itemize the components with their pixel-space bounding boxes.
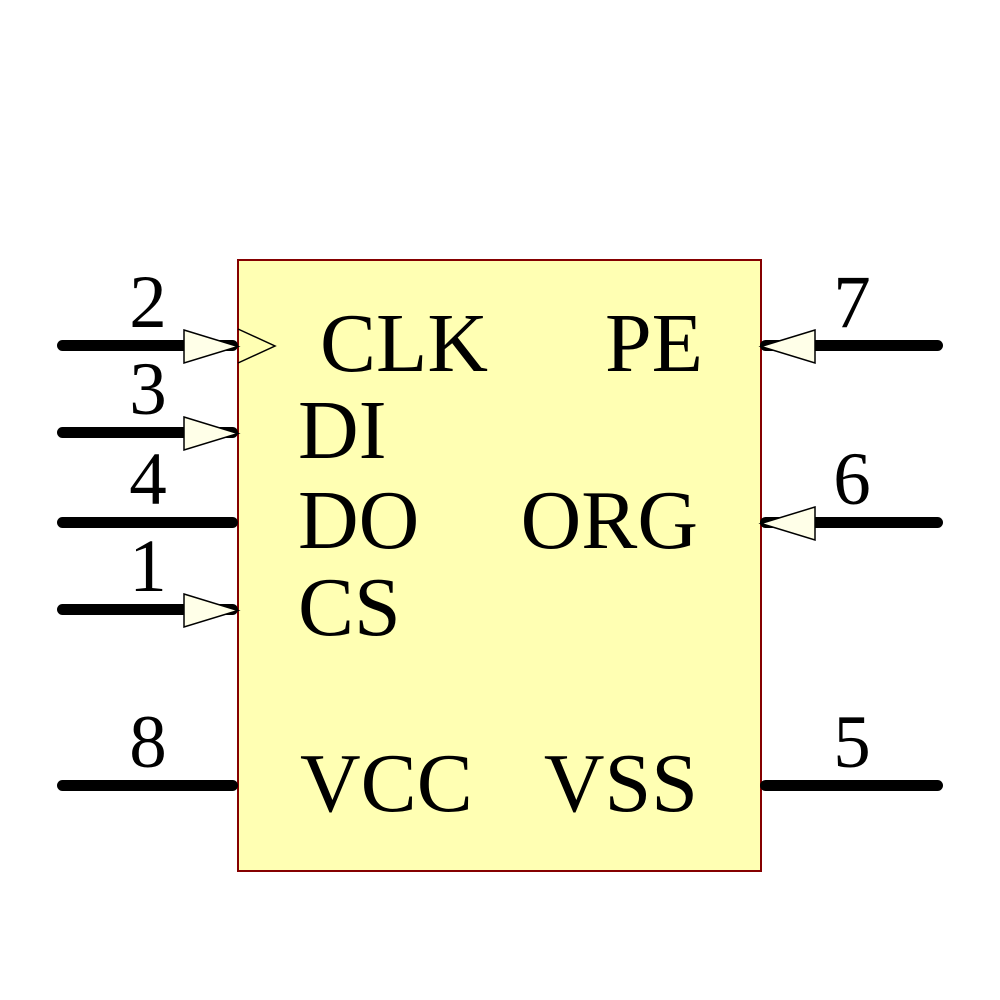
pin-5-number: 5: [833, 701, 871, 784]
pin-cs-label: CS: [298, 561, 401, 654]
pin-8-number: 8: [129, 701, 167, 784]
pin-6-input-arrow-icon: [758, 505, 816, 542]
pin-4-number: 4: [129, 438, 167, 521]
pin-vss-label: VSS: [543, 737, 698, 830]
pin-4-wire: [57, 517, 238, 528]
pin-7-wire: [760, 340, 943, 351]
pin-3-wire: [57, 427, 238, 438]
pin-clk-label: CLK: [320, 297, 488, 390]
ic-body: [237, 259, 762, 872]
pin-2-number: 2: [129, 261, 167, 344]
pin-1-input-arrow-icon: [183, 592, 241, 629]
pin-pe-label: PE: [604, 297, 703, 390]
pin-org-label: ORG: [520, 474, 698, 567]
pin-8-wire: [57, 780, 238, 791]
pin-7-number: 7: [833, 261, 871, 344]
pin-1-number: 1: [129, 525, 167, 608]
pin-di-label: DI: [298, 384, 387, 477]
clock-indicator-icon: [237, 328, 277, 364]
pin-6-wire: [760, 517, 943, 528]
pin-3-input-arrow-icon: [183, 415, 241, 452]
pin-2-wire: [57, 340, 238, 351]
pin-7-input-arrow-icon: [758, 328, 816, 365]
pin-6-number: 6: [833, 438, 871, 521]
pin-2-input-arrow-icon: [183, 328, 241, 365]
pin-do-label: DO: [298, 474, 420, 567]
pin-3-number: 3: [129, 348, 167, 431]
pin-vcc-label: VCC: [300, 737, 473, 830]
pin-1-wire: [57, 604, 238, 615]
pin-5-wire: [760, 780, 943, 791]
